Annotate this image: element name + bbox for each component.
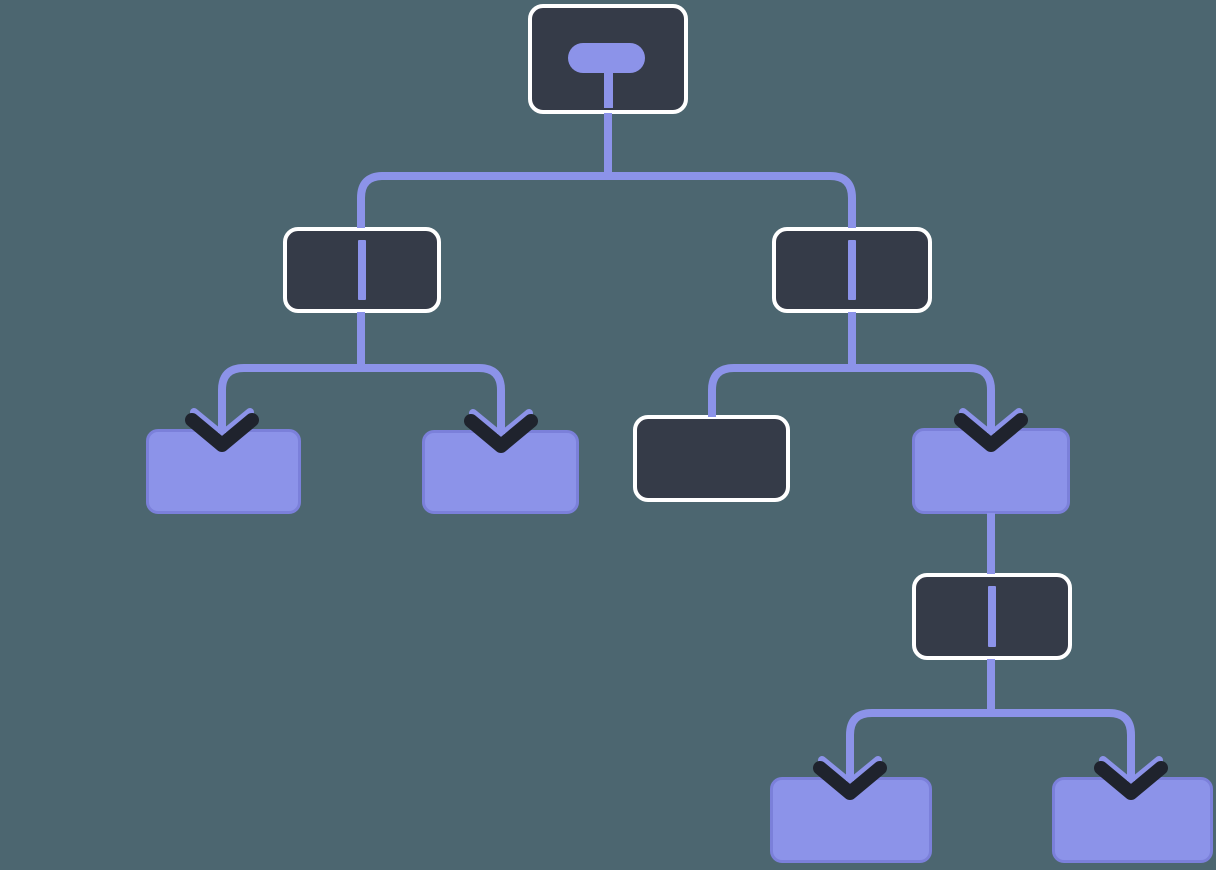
node-leaf-left-2 [422,430,579,514]
node-split-sub-right [912,573,1072,660]
node-leaf-left-1 [146,429,301,514]
node-split-left [283,227,441,313]
node-root [528,4,688,114]
vertical-bar-icon [988,586,996,647]
pill-stem-icon [604,70,613,108]
node-split-right [772,227,932,313]
node-leaf-bottom-1 [770,777,932,863]
pill-node-icon [568,43,645,73]
vertical-bar-icon [848,240,856,300]
node-leaf-bottom-2 [1052,777,1213,863]
connector-split-right-branch [708,364,995,417]
node-purple-child-right [912,428,1070,514]
connector-root-branch [357,172,856,228]
connector-split-sub-branch [846,709,1135,757]
vertical-bar-icon [358,240,366,300]
connector-split-left-branch [218,364,505,410]
node-dark-child-right [633,415,790,502]
